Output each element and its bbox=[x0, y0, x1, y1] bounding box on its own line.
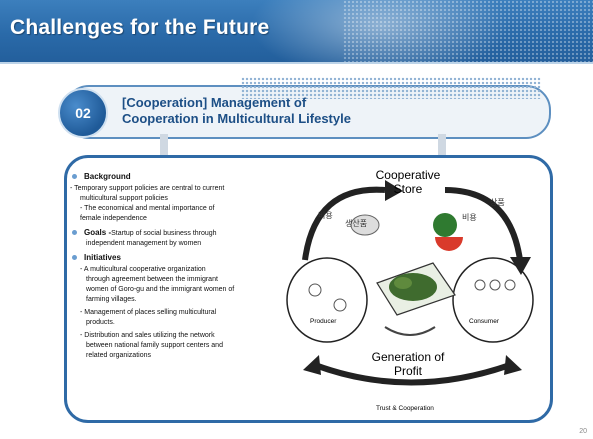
bullet-icon bbox=[72, 255, 77, 260]
goals-heading: Goals - bbox=[84, 228, 112, 237]
watermelon-slice-icon bbox=[435, 237, 463, 251]
trust-label: Trust & Cooperation bbox=[376, 405, 434, 412]
bullet-icon bbox=[72, 230, 77, 235]
pill-dot-pattern bbox=[241, 77, 541, 99]
arrowhead-icon bbox=[504, 355, 522, 375]
initiatives-section: Initiatives bbox=[70, 253, 280, 263]
cooperation-diagram bbox=[286, 180, 534, 386]
arrowhead-icon bbox=[303, 355, 321, 375]
init-item-2b: products. bbox=[86, 319, 115, 326]
initiatives-heading: Initiatives bbox=[84, 253, 121, 262]
korean-cost-label: 비용 bbox=[318, 211, 333, 220]
greens-leaf-icon bbox=[394, 277, 412, 289]
section-pill: [Cooperation] Management of Cooperation … bbox=[64, 77, 551, 139]
generation-line1: Generation of bbox=[371, 350, 445, 364]
korean-product-label: 상품 bbox=[490, 198, 505, 207]
init-item-3c: related organizations bbox=[86, 352, 151, 359]
consumer-label: Consumer bbox=[469, 318, 499, 325]
watermelon-icon bbox=[433, 213, 457, 237]
producer-doodle-icon bbox=[308, 283, 322, 297]
background-heading: Background bbox=[84, 172, 131, 181]
cooperative-store-label: Cooperative Store bbox=[368, 168, 448, 196]
bullet-icon bbox=[72, 174, 77, 179]
goals-text-2: independent management by women bbox=[86, 240, 202, 247]
background-item-2: - The economical and mental importance o… bbox=[80, 205, 215, 212]
arrowhead-icon bbox=[385, 180, 403, 201]
init-item-1c: women of Goro-gu and the immigrant women… bbox=[86, 286, 235, 293]
slide-title: Challenges for the Future bbox=[10, 16, 270, 39]
producer-label: Producer bbox=[310, 318, 337, 325]
background-section: Background bbox=[70, 172, 280, 182]
korean-goods-label: 생산품 bbox=[345, 219, 368, 228]
consumer-face-icon bbox=[489, 279, 501, 291]
init-item-1d: farming villages. bbox=[86, 296, 137, 303]
text-column: Background - Temporary support policies … bbox=[70, 172, 280, 361]
korean-cost2-label: 비용 bbox=[462, 213, 477, 222]
page-number: 20 bbox=[579, 428, 587, 435]
init-item-3: - Distribution and sales utilizing the n… bbox=[80, 332, 215, 339]
generation-of-profit-label: Generation of Profit bbox=[358, 350, 458, 378]
inner-arrow-icon bbox=[384, 326, 436, 336]
background-item-1: - Temporary support policies are central… bbox=[70, 185, 225, 192]
store-label-line2: Store bbox=[393, 182, 423, 196]
goals-text: Startup of social business through bbox=[111, 230, 217, 237]
section-heading-line2: Cooperation in Multicultural Lifestyle bbox=[122, 111, 351, 126]
store-label-line1: Cooperative bbox=[375, 168, 441, 182]
arrow-producer-to-store-icon bbox=[302, 186, 386, 261]
init-item-1b: through agreement between the immigrant bbox=[86, 276, 218, 283]
connector-left bbox=[160, 134, 168, 158]
generation-line2: Profit bbox=[393, 364, 422, 378]
arrow-store-to-consumer-icon bbox=[444, 187, 523, 261]
consumer-circle bbox=[452, 257, 534, 343]
section-heading-line1: [Cooperation] Management of bbox=[122, 95, 307, 110]
connector-right bbox=[438, 134, 446, 158]
producer-doodle-icon bbox=[333, 298, 347, 312]
arrow-profit-return-icon bbox=[313, 362, 511, 386]
slide-header: Challenges for the Future bbox=[0, 0, 593, 80]
goals-section: Goals -Startup of social business throug… bbox=[70, 228, 280, 239]
header-divider bbox=[0, 62, 593, 64]
consumer-face-icon bbox=[474, 279, 486, 291]
producer-circle bbox=[286, 257, 368, 343]
header-dot-pattern bbox=[343, 0, 593, 62]
init-item-1: - A multicultural cooperative organizati… bbox=[80, 266, 206, 273]
arrowhead-icon bbox=[510, 257, 531, 275]
init-item-2: - Management of places selling multicult… bbox=[80, 309, 217, 316]
consumer-face-icon bbox=[504, 279, 516, 291]
greens-icon bbox=[389, 273, 437, 301]
section-number-badge: 02 bbox=[58, 88, 108, 138]
background-item-2b: female independence bbox=[80, 215, 147, 222]
section-heading: [Cooperation] Management of Cooperation … bbox=[122, 95, 351, 127]
background-item-1b: multicultural support policies bbox=[80, 195, 168, 202]
init-item-3b: between national family support centers … bbox=[86, 342, 223, 349]
cabbage-icon bbox=[350, 214, 380, 236]
